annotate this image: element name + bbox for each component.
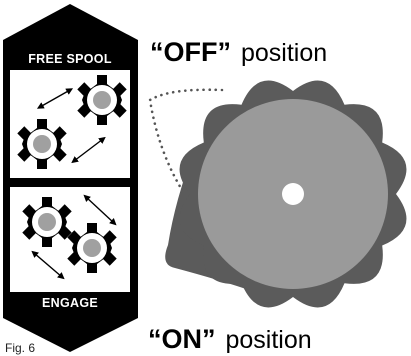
double-arrow-icon [31, 250, 65, 280]
double-arrow-icon [71, 136, 106, 164]
knob-hub [282, 183, 304, 205]
double-arrow-icon [36, 88, 74, 109]
engage-label: ENGAGE [42, 296, 98, 310]
double-arrow-icon [83, 194, 117, 226]
free-spool-panel [10, 70, 130, 178]
figure-caption: Fig. 6 [5, 341, 35, 355]
rotation-path [148, 88, 224, 192]
free-spool-label: FREE SPOOL [28, 52, 112, 66]
on-position-label: “ON” position [148, 324, 312, 354]
off-position-label: “OFF” position [150, 37, 327, 67]
label-badge: FREE SPOOL ENGAGE [3, 4, 138, 352]
